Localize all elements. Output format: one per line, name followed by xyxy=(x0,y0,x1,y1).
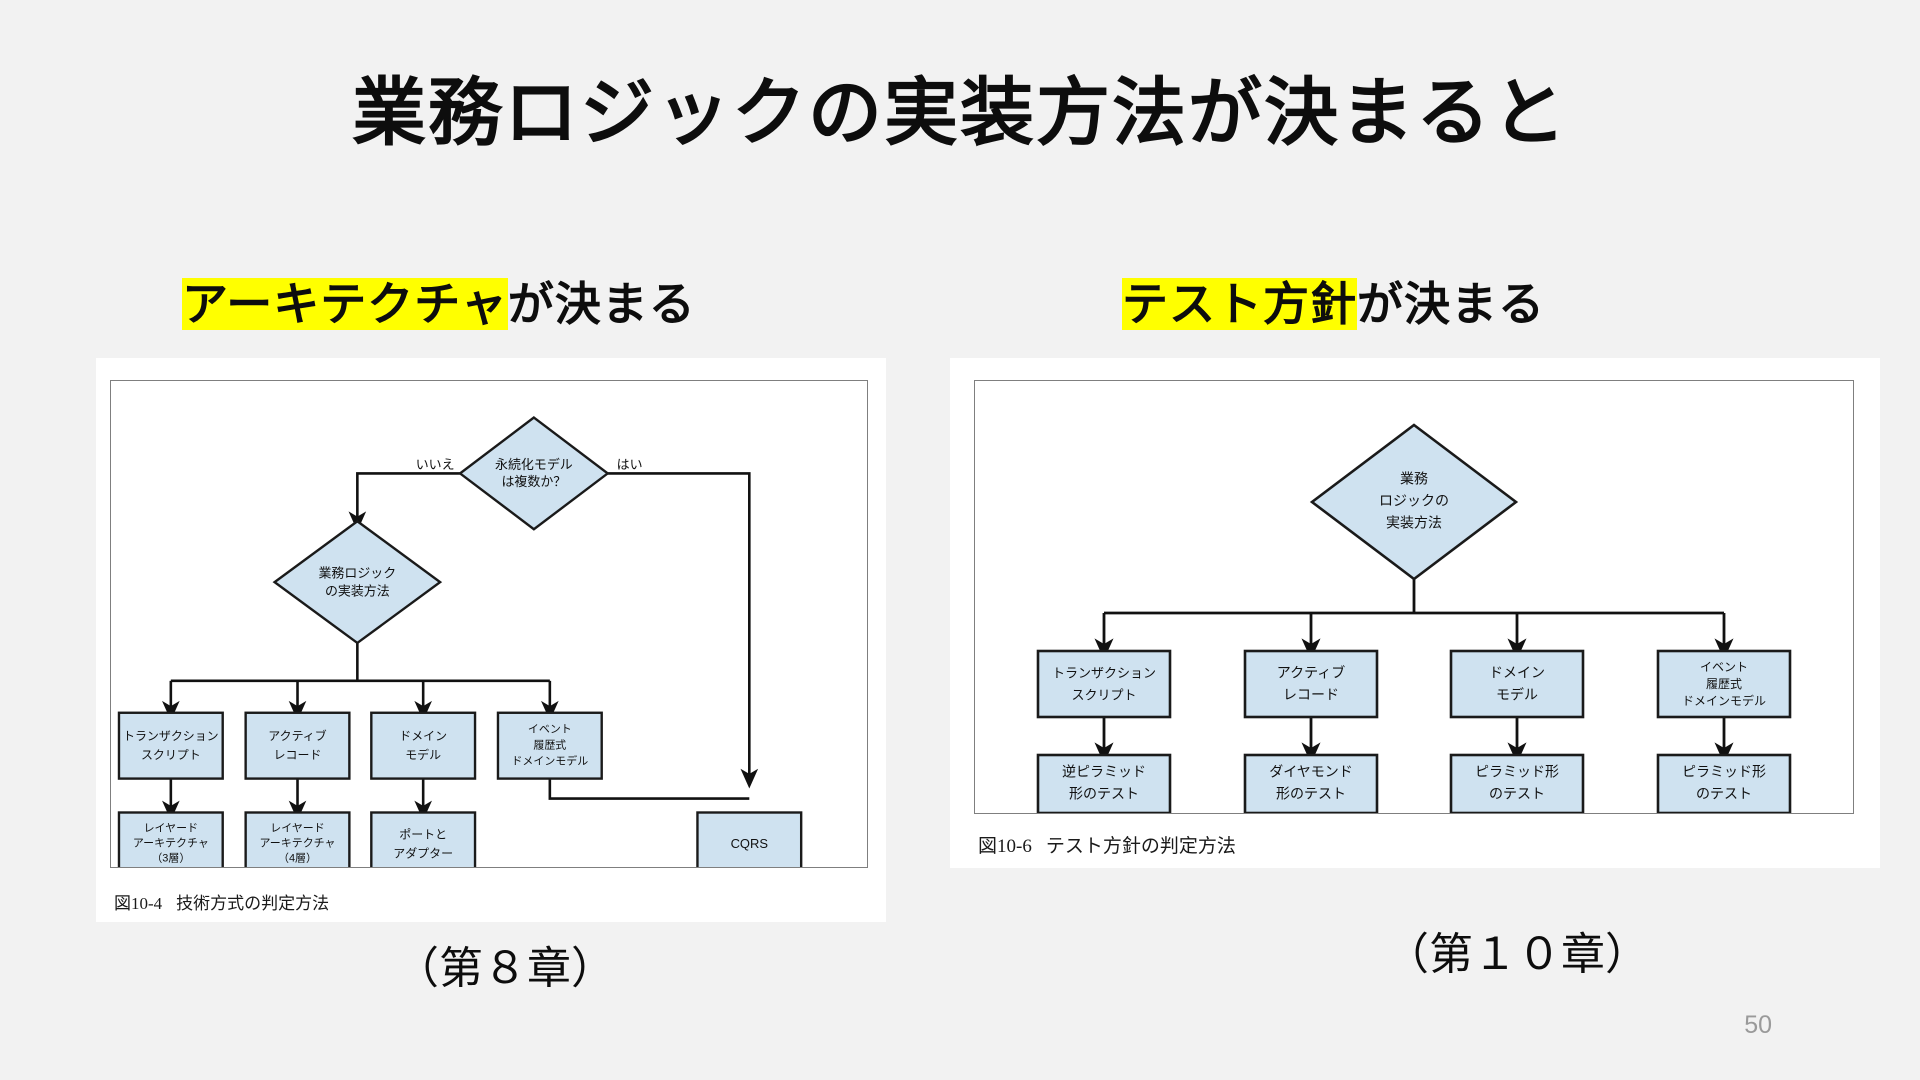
node-label-line: レコード xyxy=(274,748,322,762)
node-label-line: イベント xyxy=(1700,660,1748,674)
node-label-line: 実装方法 xyxy=(1386,515,1442,531)
node-label-line: 業務ロジック xyxy=(318,566,396,581)
figure-caption-architecture: 図10-4 技術方式の判定方法 xyxy=(114,889,329,914)
column-heading-architecture: アーキテクチャが決まる xyxy=(182,268,696,334)
node-label-line: 履歴式 xyxy=(533,739,566,752)
figure-caption-testpolicy: 図10-6 テスト方針の判定方法 xyxy=(978,831,1236,858)
node-label-line: ドメイン xyxy=(1489,665,1545,681)
figure-caption-text: 技術方式の判定方法 xyxy=(176,894,330,913)
node-label-line: 永続化モデル xyxy=(495,457,573,472)
node-label-line: モデル xyxy=(1496,687,1538,703)
node-diamond-test: ダイヤモンド 形のテスト xyxy=(1243,753,1379,813)
node-label-line: トランザクション xyxy=(123,729,219,743)
page-title: 業務ロジックの実装方法が決まると xyxy=(352,71,1568,154)
architecture-flowchart-svg: 永続化モデル は複数か？ いいえ はい 業務ロジック の実装方法 トランザクショ… xyxy=(117,416,803,867)
column-heading-highlight-testpolicy: テスト方針 xyxy=(1122,278,1357,330)
node-label-line: アーキテクチャ xyxy=(133,836,209,849)
node-label-line: のテスト xyxy=(1696,786,1752,802)
figure-border-architecture: 永続化モデル は複数か？ いいえ はい 業務ロジック の実装方法 トランザクショ… xyxy=(110,380,868,868)
node-label-line: のテスト xyxy=(1489,786,1545,802)
node-label-line: レイヤード xyxy=(270,822,325,834)
node-domain-model: ドメイン モデル xyxy=(1449,649,1585,719)
node-label-line: 逆ピラミッド xyxy=(1062,764,1146,780)
node-label-line: アクティブ xyxy=(1277,665,1345,681)
chapter-label-right: （第１０章） xyxy=(1385,930,1649,979)
node-label-line: イベント xyxy=(528,724,572,736)
node-label-line: ロジックの xyxy=(1379,493,1449,509)
node-event-sourced-domain-model: イベント 履歴式 ドメインモデル xyxy=(496,711,603,780)
node-label-line: ピラミッド形 xyxy=(1475,764,1559,780)
node-pyramid-test-2: ピラミッド形 のテスト xyxy=(1656,753,1792,813)
node-label-line: ドメインモデル xyxy=(511,754,588,768)
figure-caption-number: 図10-4 xyxy=(114,894,163,913)
node-label-line: レコード xyxy=(1283,687,1339,703)
figure-panel-testpolicy: 業務 ロジックの 実装方法 トランザクション スクリプト アクティブ レコード … xyxy=(950,358,1880,868)
column-heading-rest-testpolicy: が決まる xyxy=(1357,278,1545,330)
node-label-line: ポートと xyxy=(399,828,447,842)
node-ports-and-adapters: ポートと アダプター xyxy=(370,811,477,867)
edge-label-yes: はい xyxy=(617,457,643,472)
node-label-line: ピラミッド形 xyxy=(1682,764,1766,780)
node-label-line: ドメイン xyxy=(399,729,447,743)
column-heading-rest-architecture: が決まる xyxy=(507,278,696,330)
node-label-line: アダプター xyxy=(393,846,453,861)
figure-caption-text: テスト方針の判定方法 xyxy=(1045,836,1236,857)
node-label-line: 業務 xyxy=(1400,471,1428,487)
node-label-line: 形のテスト xyxy=(1069,786,1139,802)
node-layered-architecture-3: レイヤード アーキテクチャ （3層） xyxy=(117,811,224,867)
node-active-record: アクティブ レコード xyxy=(244,711,351,780)
edge-label-no: いいえ xyxy=(416,457,455,472)
column-heading-testpolicy: テスト方針が決まる xyxy=(1122,268,1545,334)
node-cqrs: CQRS xyxy=(696,811,803,867)
column-heading-highlight-architecture: アーキテクチャ xyxy=(182,278,508,330)
node-active-record: アクティブ レコード xyxy=(1243,649,1379,719)
node-label-line: 形のテスト xyxy=(1276,786,1346,802)
node-label-line: は複数か？ xyxy=(501,474,566,489)
testpolicy-flowchart-svg: 業務 ロジックの 実装方法 トランザクション スクリプト アクティブ レコード … xyxy=(1036,423,1792,813)
figure-panel-architecture: 永続化モデル は複数か？ いいえ はい 業務ロジック の実装方法 トランザクショ… xyxy=(96,358,886,922)
node-label-line: レイヤード xyxy=(144,822,199,834)
node-inverted-pyramid-test: 逆ピラミッド 形のテスト xyxy=(1036,753,1172,813)
node-label-line: 履歴式 xyxy=(1706,677,1742,691)
node-business-logic-impl: 業務ロジック の実装方法 xyxy=(272,519,443,645)
page-number: 50 xyxy=(1744,1011,1772,1039)
figure-caption-number: 図10-6 xyxy=(978,836,1032,857)
node-label-line: トランザクション xyxy=(1052,665,1156,680)
node-domain-model: ドメイン モデル xyxy=(370,711,477,780)
node-label-line: の実装方法 xyxy=(325,584,390,599)
chapter-label-left: （第８章） xyxy=(395,944,615,993)
node-label-line: （3層） xyxy=(151,851,190,864)
node-label-line: ドメインモデル xyxy=(1682,693,1766,708)
node-transaction-script: トランザクション スクリプト xyxy=(1036,649,1172,719)
node-label-line: モデル xyxy=(405,747,441,762)
figure-border-testpolicy: 業務 ロジックの 実装方法 トランザクション スクリプト アクティブ レコード … xyxy=(974,380,1854,814)
node-label-line: ダイヤモンド xyxy=(1269,764,1353,780)
node-transaction-script: トランザクション スクリプト xyxy=(117,711,224,780)
node-pyramid-test-1: ピラミッド形 のテスト xyxy=(1449,753,1585,813)
node-event-sourced-domain-model: イベント 履歴式 ドメインモデル xyxy=(1656,649,1792,719)
node-layered-architecture-4: レイヤード アーキテクチャ （4層） xyxy=(244,811,351,867)
node-persistence-model-question: 永続化モデル は複数か？ xyxy=(458,416,610,531)
node-label-line: アクティブ xyxy=(268,728,326,743)
node-label-line: アーキテクチャ xyxy=(259,836,335,849)
node-label-line: スクリプト xyxy=(141,748,201,762)
node-label-line: CQRS xyxy=(731,836,769,851)
node-label-line: スクリプト xyxy=(1071,687,1136,702)
node-label-line: （4層） xyxy=(278,851,317,864)
node-business-logic-impl-root: 業務 ロジックの 実装方法 xyxy=(1309,423,1519,581)
